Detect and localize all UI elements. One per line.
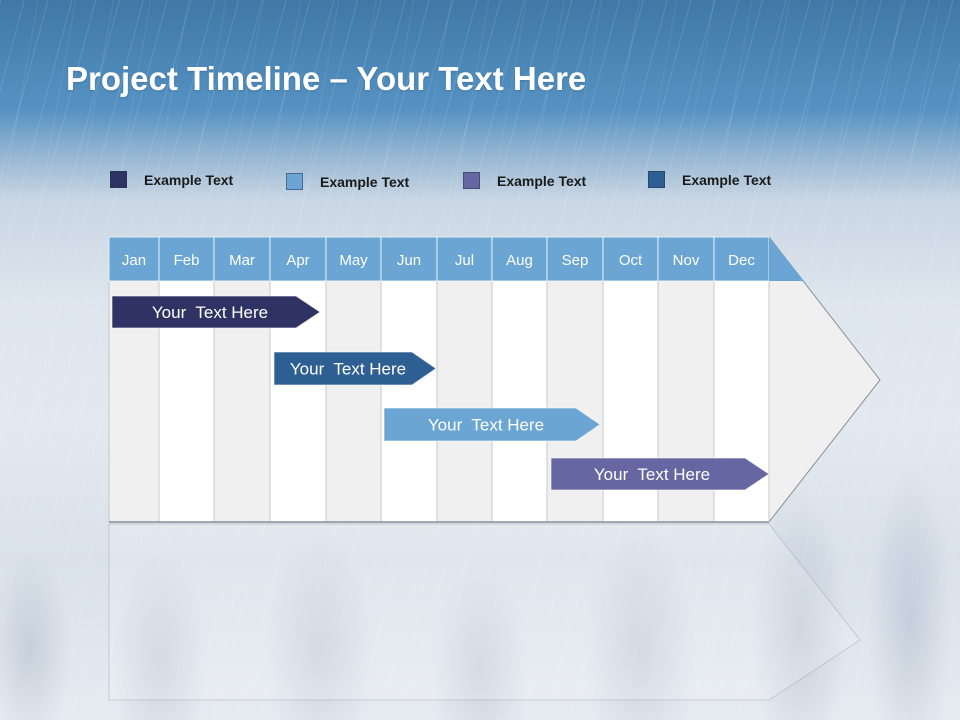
month-header-dec bbox=[713, 236, 770, 282]
legend-swatch-2 bbox=[286, 173, 303, 190]
legend-item-2: Example Text bbox=[286, 173, 409, 190]
task-label-3: Your Text Here bbox=[428, 416, 544, 435]
title-rest: – Your Text Here bbox=[320, 60, 587, 97]
month-header-jan bbox=[108, 236, 160, 282]
month-column-jul bbox=[436, 280, 493, 523]
task-bar-4[interactable] bbox=[550, 457, 770, 491]
legend-label-1: Example Text bbox=[144, 171, 234, 188]
task-label-4: Your Text Here bbox=[594, 465, 710, 484]
arrow-header-tip bbox=[769, 237, 804, 281]
legend-item-1: Example Text bbox=[110, 171, 233, 188]
month-header-jul bbox=[436, 236, 493, 282]
month-label-jul: Jul bbox=[455, 252, 474, 269]
month-label-sep: Sep bbox=[562, 252, 589, 269]
month-header-feb bbox=[158, 236, 215, 282]
month-column-aug bbox=[491, 280, 548, 523]
month-header-jun bbox=[380, 236, 438, 282]
legend-label-3: Example Text bbox=[497, 172, 587, 189]
page-title: Project Timeline – Your Text Here bbox=[66, 60, 586, 98]
task-bar-1[interactable] bbox=[111, 295, 321, 329]
task-label-2: Your Text Here bbox=[290, 360, 406, 379]
title-bold: Project Timeline bbox=[66, 60, 321, 97]
arrow-reflection bbox=[108, 523, 861, 701]
legend-swatch-1 bbox=[110, 171, 127, 188]
month-label-feb: Feb bbox=[174, 252, 200, 269]
legend-label-2: Example Text bbox=[320, 173, 410, 190]
month-label-mar: Mar bbox=[229, 252, 255, 269]
legend-item-3: Example Text bbox=[463, 172, 586, 189]
month-label-jan: Jan bbox=[122, 252, 146, 269]
month-header-mar bbox=[213, 236, 271, 282]
legend-swatch-3 bbox=[463, 172, 480, 189]
month-column-may bbox=[325, 280, 382, 523]
month-label-aug: Aug bbox=[506, 252, 533, 269]
task-label-1: Your Text Here bbox=[152, 303, 268, 322]
month-label-oct: Oct bbox=[619, 252, 643, 269]
month-label-nov: Nov bbox=[673, 252, 700, 269]
month-header-oct bbox=[602, 236, 659, 282]
legend-label-4: Example Text bbox=[682, 171, 772, 188]
month-column-jun bbox=[380, 280, 438, 523]
task-bar-2[interactable] bbox=[273, 351, 437, 386]
month-header-sep bbox=[546, 236, 604, 282]
legend-swatch-4 bbox=[648, 171, 665, 188]
month-label-may: May bbox=[339, 252, 368, 269]
month-label-dec: Dec bbox=[728, 252, 755, 269]
month-label-apr: Apr bbox=[286, 252, 309, 269]
task-bar-3[interactable] bbox=[383, 407, 601, 442]
month-label-jun: Jun bbox=[397, 252, 421, 269]
legend-item-4: Example Text bbox=[648, 171, 771, 188]
